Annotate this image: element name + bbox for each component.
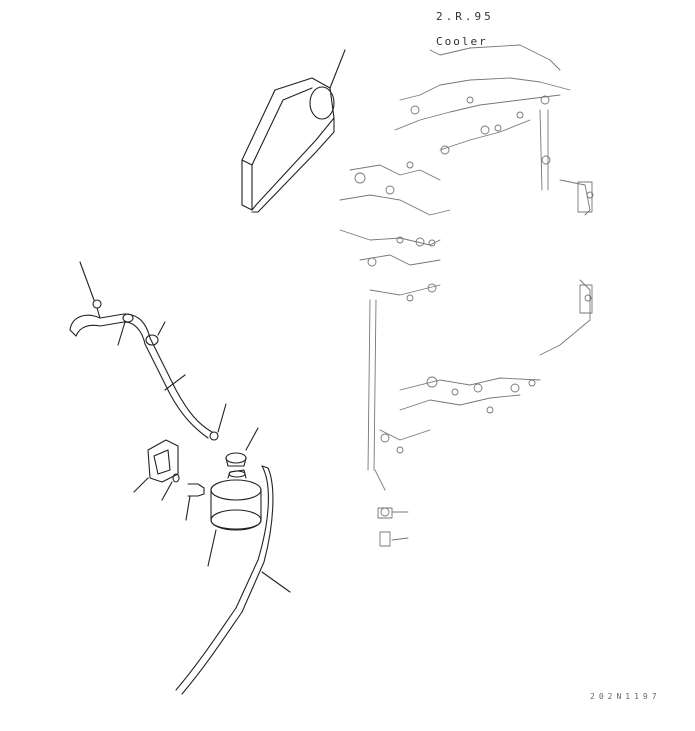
drain-hose: [175, 465, 291, 695]
component-name-label: Cooler: [436, 35, 488, 48]
reservoir-tank: [207, 469, 262, 567]
part-reference-label: 2.R.95: [436, 10, 494, 23]
cap-fitting: [225, 427, 259, 467]
engine-assembly: [339, 44, 594, 547]
bracket-plate: [241, 49, 346, 213]
bolt-washer: [161, 473, 205, 521]
hose-assembly: [69, 261, 227, 441]
drawing-number: 202N1197: [590, 692, 661, 701]
